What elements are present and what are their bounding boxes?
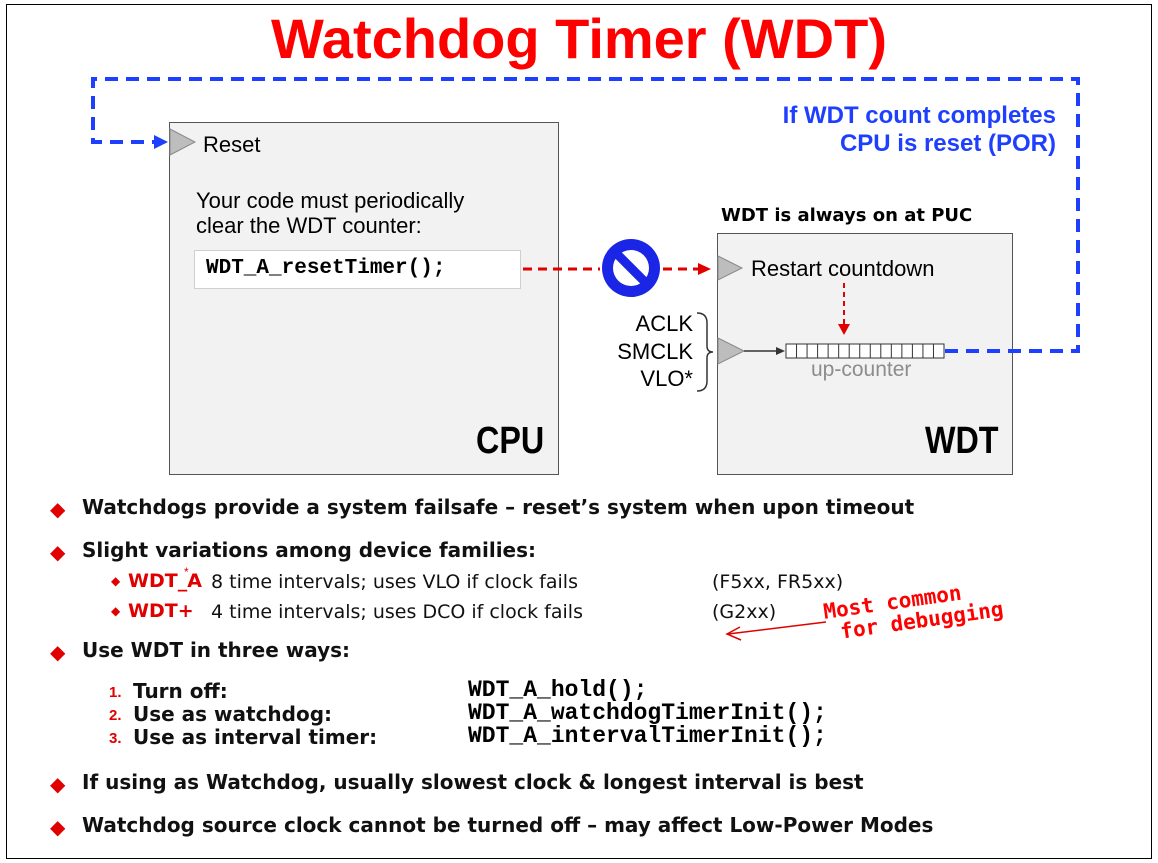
cpu-block: [169, 122, 559, 475]
clock-aclk: ACLK: [635, 311, 693, 336]
way-3-number: 3.: [109, 730, 122, 747]
reset-input-triangle: [169, 128, 197, 156]
way-2-number: 2.: [109, 707, 122, 724]
clock-input-triangle: [717, 337, 746, 365]
clock-select-bracket: [696, 312, 714, 392]
cpu-reset-label: Reset: [203, 132, 261, 157]
way-2-label: Use as watchdog:: [133, 702, 333, 726]
variant-desc-wdt-plus: 4 time intervals; uses DCO if clock fail…: [211, 601, 583, 623]
way-1-label: Turn off:: [133, 679, 228, 703]
bullet-failsafe: Watchdogs provide a system failsafe – re…: [82, 495, 915, 519]
clock-vlo: VLO*: [640, 366, 693, 391]
variant-devices-wdt-plus: (G2xx): [712, 601, 777, 623]
way-1-number: 1.: [109, 684, 122, 701]
bullet-diamond-4: ◆: [50, 774, 66, 796]
variant-devices-wdt-a: (F5xx, FR5xx): [712, 571, 844, 593]
variant-name-wdt-a: WDT_A: [128, 570, 202, 592]
annotation-arrowhead: [725, 626, 742, 641]
slide-title: Watchdog Timer (WDT): [271, 7, 887, 70]
bullet-variations: Slight variations among device families:: [82, 538, 537, 562]
variant-name-wdt-plus: WDT+: [128, 600, 194, 622]
wdt-always-on-label: WDT is always on at PUC: [721, 205, 973, 226]
variant-desc-wdt-a: 8 time intervals; uses VLO if clock fail…: [211, 571, 578, 593]
way-1-code: WDT_A_hold();: [468, 677, 648, 703]
bullet-clock-off: Watchdog source clock cannot be turned o…: [82, 813, 934, 837]
bullet-three-ways: Use WDT in three ways:: [82, 638, 351, 662]
por-reset-path: [91, 77, 1080, 353]
reset-timer-code: WDT_A_resetTimer();: [206, 257, 446, 280]
restart-to-counter-arrowhead: [838, 324, 850, 335]
sub-bullet-marker-1: ◆: [111, 574, 121, 588]
annotation-arrow-line: [727, 621, 827, 635]
reset-timer-code-box: [194, 250, 521, 289]
bullet-diamond-5: ◆: [50, 817, 66, 839]
sub-bullet-marker-2: ◆: [111, 604, 121, 618]
way-3-code: WDT_A_intervalTimerInit();: [468, 723, 827, 749]
reset-note-line2: CPU is reset (POR): [839, 130, 1056, 157]
prohibit-icon: [602, 239, 660, 297]
variant-footnote-mark: *: [184, 565, 189, 579]
bullet-diamond-3: ◆: [50, 642, 66, 664]
cpu-desc-line1: Your code must periodically: [196, 188, 465, 213]
clear-path-arrowhead: [698, 263, 711, 275]
wdt-label: WDT: [925, 420, 999, 462]
bullet-slowest-clock: If using as Watchdog, usually slowest cl…: [82, 770, 864, 794]
way-3-label: Use as interval timer:: [133, 725, 378, 749]
reset-note-line1: If WDT count completes: [782, 102, 1056, 129]
way-2-code: WDT_A_watchdogTimerInit();: [468, 700, 827, 726]
bullet-diamond-2: ◆: [50, 542, 66, 564]
restart-input-triangle: [717, 255, 744, 281]
clock-smclk: SMCLK: [617, 339, 693, 364]
cpu-desc-line2: clear the WDT counter:: [196, 213, 422, 238]
clock-to-counter-arrowhead: [776, 347, 785, 355]
up-counter-register: [785, 343, 945, 359]
cpu-label: CPU: [475, 420, 544, 462]
up-counter-label: up-counter: [811, 358, 912, 381]
counter-outline: [785, 343, 945, 359]
por-arrowhead: [154, 135, 168, 149]
slide-frame: [6, 4, 1152, 859]
bullet-diamond-1: ◆: [50, 499, 66, 521]
restart-countdown-label: Restart countdown: [751, 256, 935, 281]
